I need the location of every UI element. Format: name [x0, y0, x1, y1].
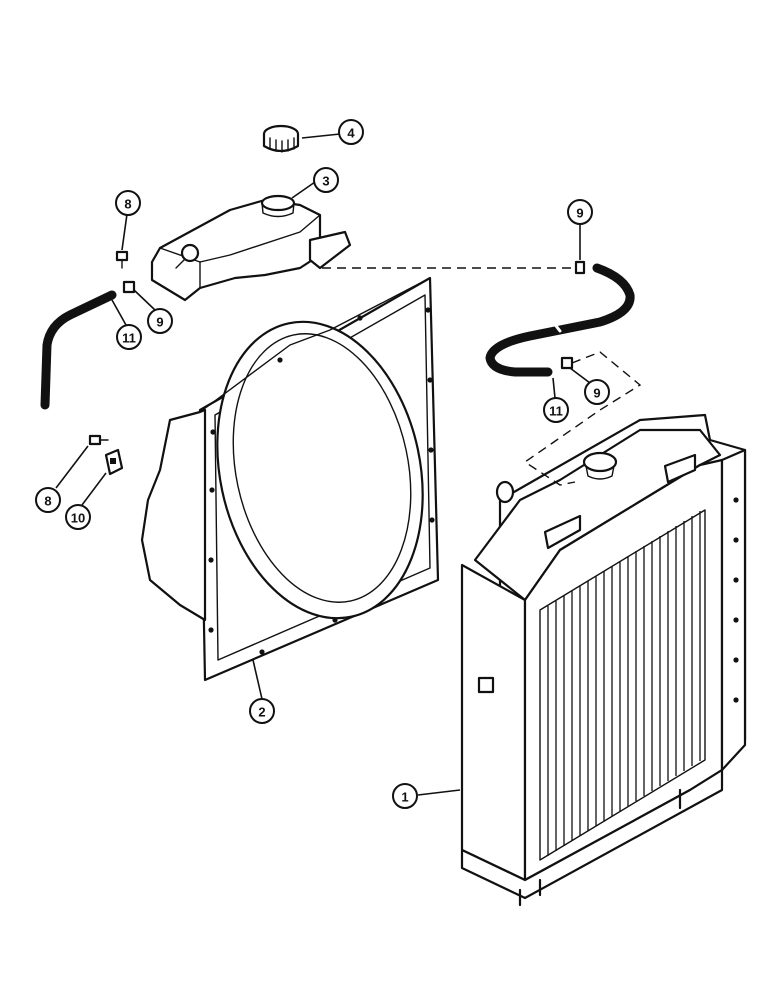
- callout-9-top-right: 9: [567, 199, 593, 225]
- callout-8-top: 8: [115, 190, 141, 216]
- svg-text:8: 8: [44, 494, 51, 509]
- svg-text:2: 2: [258, 705, 265, 720]
- callout-2: 2: [249, 698, 275, 724]
- svg-text:9: 9: [576, 206, 583, 221]
- callout-1: 1: [392, 783, 418, 809]
- bolt-top-left: [115, 250, 129, 269]
- clamp-top-right: [574, 260, 586, 275]
- callout-9-left: 9: [147, 308, 173, 334]
- callout-9-mid-right: 9: [584, 379, 610, 405]
- callout-11-right: 11: [543, 397, 569, 423]
- callout-8-bottom: 8: [35, 487, 61, 513]
- svg-text:9: 9: [156, 315, 163, 330]
- callout-11-left: 11: [116, 324, 142, 350]
- clamp-left: [122, 280, 136, 294]
- svg-text:11: 11: [549, 404, 563, 419]
- clip-lower-left: [104, 448, 124, 476]
- svg-text:1: 1: [401, 790, 408, 805]
- svg-text:8: 8: [124, 197, 131, 212]
- svg-text:3: 3: [322, 174, 329, 189]
- svg-text:11: 11: [122, 331, 136, 346]
- hose-left: [40, 290, 117, 410]
- callout-4: 4: [338, 119, 364, 145]
- callout-leaders: [55, 133, 591, 796]
- svg-text:10: 10: [71, 511, 85, 526]
- bolt-lower-left: [88, 434, 109, 446]
- hose-right: [485, 263, 635, 377]
- svg-text:9: 9: [593, 386, 600, 401]
- routing-line-clamp-to-radiator: [523, 351, 642, 486]
- callout-3: 3: [313, 167, 339, 193]
- clamp-mid-right: [560, 356, 574, 370]
- tank-cap: [262, 124, 300, 153]
- svg-text:4: 4: [347, 126, 355, 141]
- radiator: [460, 413, 747, 907]
- fan-shroud: [140, 276, 440, 682]
- expansion-tank: [150, 194, 352, 302]
- callout-10: 10: [65, 504, 91, 530]
- radiator-core: [547, 511, 701, 856]
